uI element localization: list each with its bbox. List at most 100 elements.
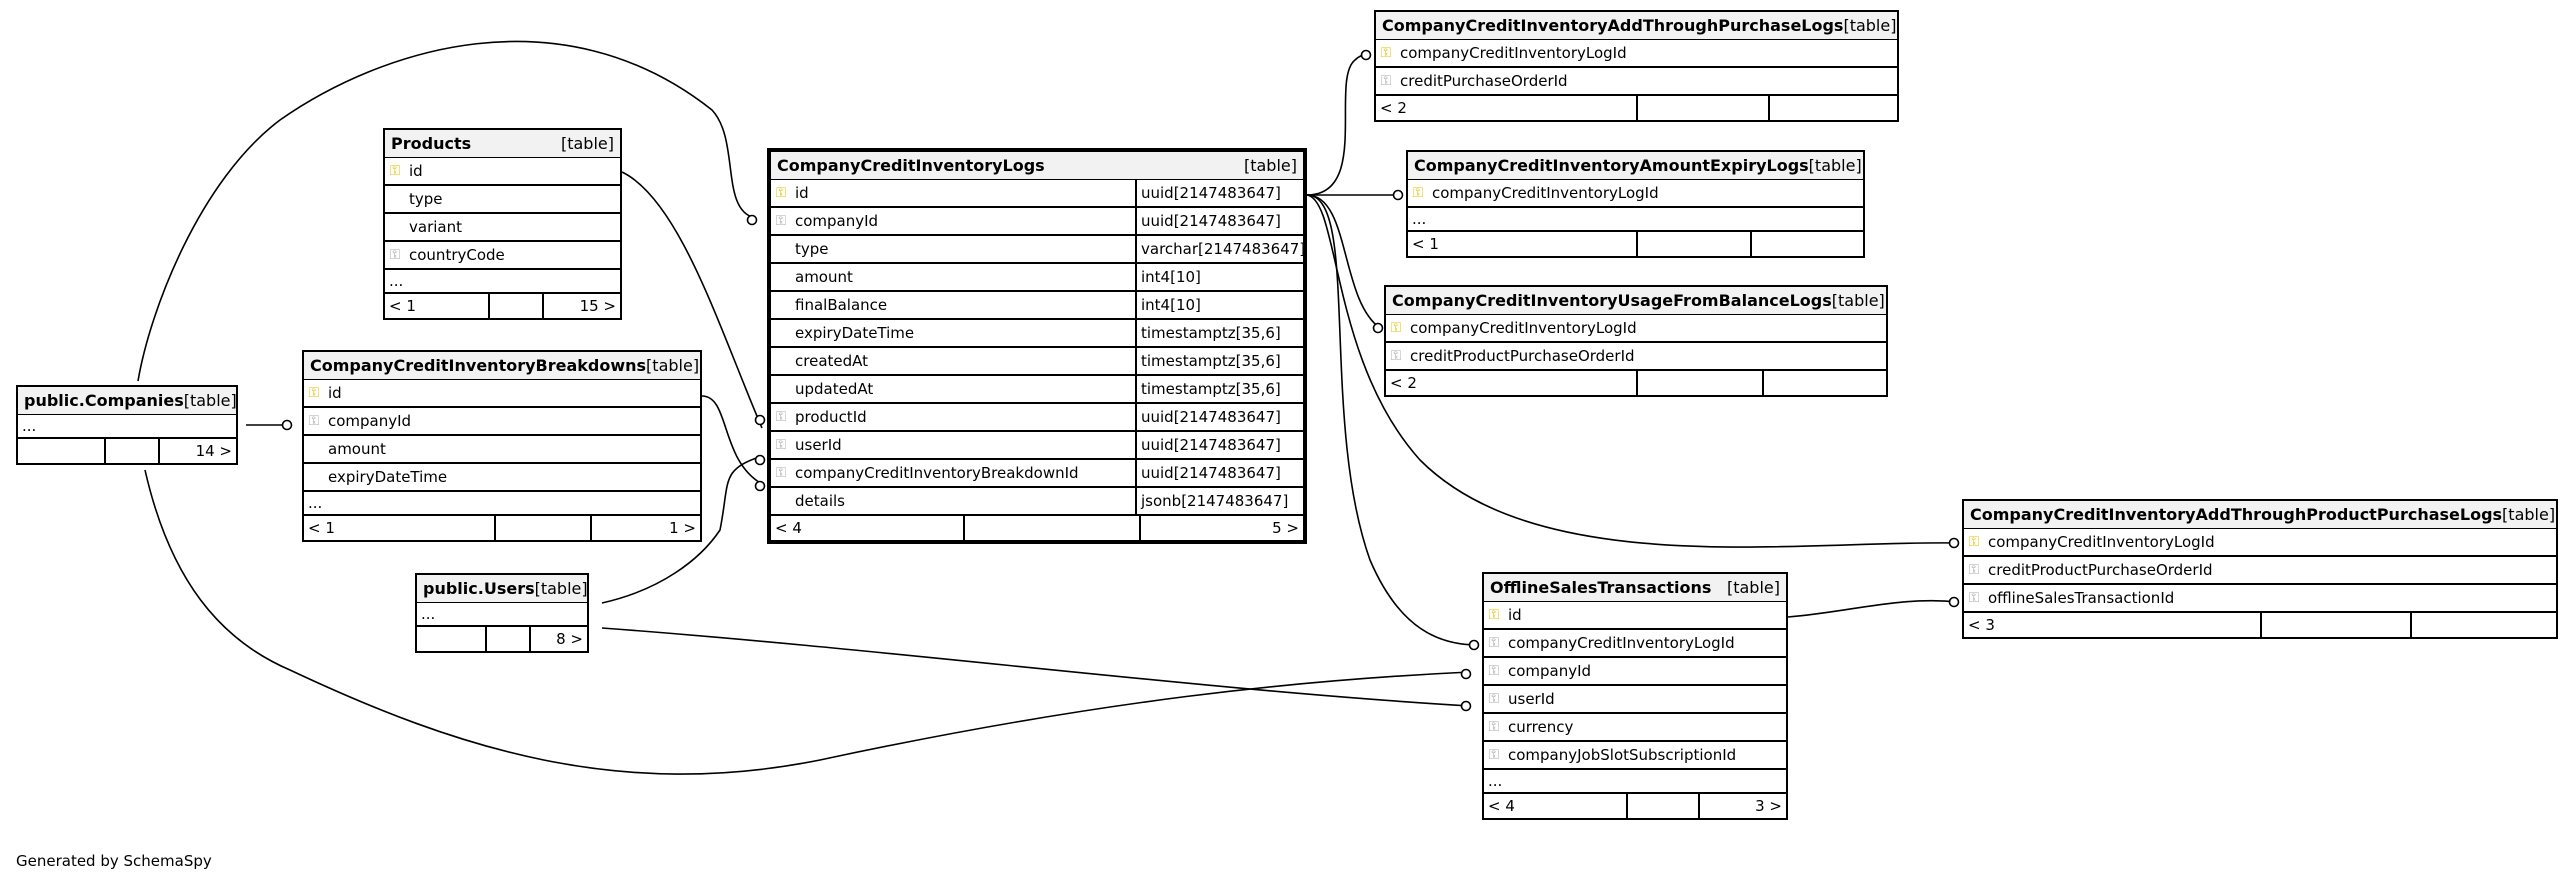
column-row[interactable]: ⚿id [385,158,620,186]
relationship-marker [1460,700,1472,712]
column-name: companyCreditInventoryLogId [1988,533,2215,551]
parents-count[interactable]: < 4 [1488,797,1515,815]
foreign-key-icon: ⚿ [1968,590,1980,606]
column-row[interactable]: expiryDateTime [304,464,700,492]
children-count[interactable] [2410,613,2556,637]
primary-key-icon: ⚿ [775,185,787,201]
column-row[interactable]: variant [385,214,620,242]
table-footer: < 2 [1386,371,1886,395]
more-columns: ... [1484,770,1786,794]
column-name: details [795,492,845,510]
table-companies[interactable]: public.Companies [table] ... 14 > [16,385,238,465]
column-row[interactable]: ⚿companyId [304,408,700,436]
table-header: CompanyCreditInventoryAddThroughProductP… [1964,501,2556,529]
parents-count[interactable]: < 1 [308,519,335,537]
children-count[interactable]: 3 > [1698,794,1786,818]
table-add-through-product-purchase-logs[interactable]: CompanyCreditInventoryAddThroughProductP… [1962,499,2558,639]
children-count[interactable]: 1 > [590,516,700,540]
column-name: updatedAt [795,380,874,398]
children-count[interactable]: 14 > [158,439,236,463]
primary-key-icon: ⚿ [1390,320,1402,336]
column-name: id [409,162,423,180]
column-row[interactable]: ⚿companyCreditInventoryLogId [1408,180,1863,208]
relationship-line [621,171,763,429]
table-breakdowns[interactable]: CompanyCreditInventoryBreakdowns [table]… [302,350,702,542]
column-row[interactable]: amount [304,436,700,464]
column-row[interactable]: ⚿companyCreditInventoryLogId [1484,630,1786,658]
foreign-key-icon: ⚿ [1488,635,1500,651]
children-count[interactable] [1750,232,1863,256]
parents-count[interactable]: < 1 [1412,235,1439,253]
table-amount-expiry-logs[interactable]: CompanyCreditInventoryAmountExpiryLogs [… [1406,150,1865,258]
column-row[interactable]: ⚿companyCreditInventoryLogId [1376,40,1897,68]
relationship-line [601,627,1471,707]
table-kind: [table] [183,391,237,410]
table-name: Products [391,134,472,153]
children-count[interactable]: 5 > [1139,516,1303,540]
table-add-through-purchase-logs[interactable]: CompanyCreditInventoryAddThroughPurchase… [1374,10,1899,122]
column-row[interactable]: ⚿companyCreditInventoryLogId [1964,529,2556,557]
table-footer: 14 > [18,439,236,463]
column-row[interactable]: ⚿offlineSalesTransactionId [1964,585,2556,613]
parents-count[interactable]: < 2 [1380,99,1407,117]
table-kind: [table] [1831,291,1885,310]
children-count[interactable]: 8 > [529,627,587,651]
table-name: CompanyCreditInventoryUsageFromBalanceLo… [1392,291,1832,310]
table-kind: [table] [2502,505,2556,524]
parents-count[interactable]: < 2 [1390,374,1417,392]
column-row[interactable]: ⚿currency [1484,714,1786,742]
parents-count[interactable]: < 4 [775,519,802,537]
parents-count[interactable]: < 1 [389,297,416,315]
column-row[interactable]: ⚿companyCreditInventoryLogId [1386,315,1886,343]
children-count[interactable]: 15 > [542,294,620,318]
column-row[interactable]: ⚿countryCode [385,242,620,270]
column-row[interactable]: type [385,186,620,214]
children-count[interactable] [1768,96,1897,120]
relationship-line [144,469,1471,775]
table-footer: < 3 [1964,613,2556,637]
children-count[interactable] [1762,371,1886,395]
relationship-marker [754,414,766,426]
relationship-marker [754,480,766,492]
column-row[interactable]: ⚿creditProductPurchaseOrderId [1386,343,1886,371]
parents-count[interactable] [18,439,104,463]
column-name: id [795,184,809,202]
more-columns: ... [1408,208,1863,232]
relationship-line [1306,53,1371,196]
column-row[interactable]: ⚿userId [1484,686,1786,714]
parents-count[interactable]: < 3 [1968,616,1995,634]
column-name: countryCode [409,246,505,264]
footer-middle [1636,232,1750,256]
table-offline-sales-transactions[interactable]: OfflineSalesTransactions [table] ⚿id⚿com… [1482,572,1788,820]
parents-count[interactable] [417,627,485,651]
column-row[interactable]: ⚿id [1484,602,1786,630]
column-row[interactable]: ⚿creditProductPurchaseOrderId [1964,557,2556,585]
table-users[interactable]: public.Users [table] ... 8 > [415,573,589,653]
table-usage-from-balance-logs[interactable]: CompanyCreditInventoryUsageFromBalanceLo… [1384,285,1888,397]
column-row[interactable]: ⚿companyId [1484,658,1786,686]
more-columns: ... [417,603,587,627]
column-row[interactable]: ⚿companyJobSlotSubscriptionId [1484,742,1786,770]
column-name: companyId [328,412,412,430]
foreign-key-icon: ⚿ [1488,747,1500,763]
foreign-key-icon: ⚿ [775,437,787,453]
relationship-marker [1360,49,1372,61]
primary-key-icon: ⚿ [308,385,320,401]
column-row[interactable]: ⚿id [304,380,700,408]
column-row[interactable]: ⚿creditPurchaseOrderId [1376,68,1897,96]
